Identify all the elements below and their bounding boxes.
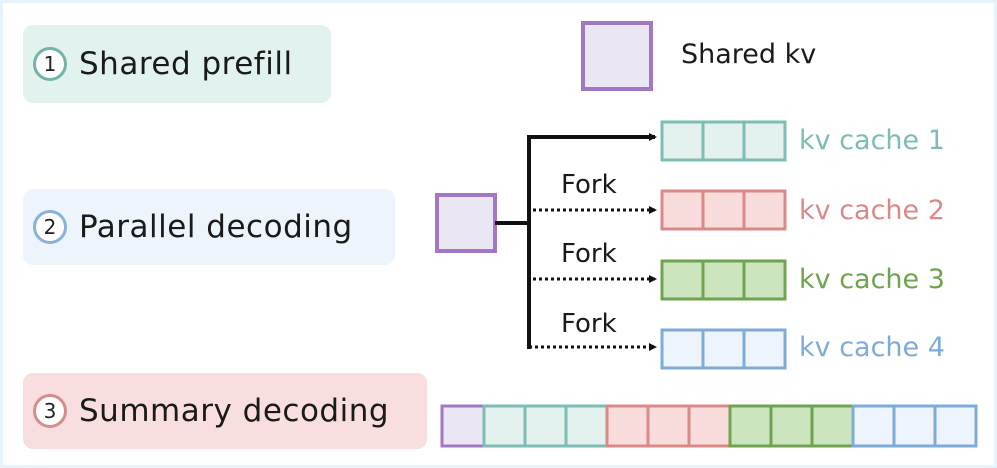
- summary-cache-4-cell: [851, 404, 896, 448]
- kv-cache-2-cell: [660, 189, 705, 231]
- stage-summary-decoding: 3 Summary decoding: [23, 373, 427, 449]
- stage-number-1: 1: [33, 47, 67, 81]
- stage-label-summary-decoding: Summary decoding: [79, 393, 390, 429]
- summary-cache-1-cell: [482, 404, 527, 448]
- summary-cache-4-cell: [933, 404, 978, 448]
- kv-cache-label-4: kv cache 4: [799, 332, 945, 363]
- kv-cache-2-cell: [701, 189, 746, 231]
- kv-cache-2-cell: [742, 189, 787, 231]
- stage-number-3: 3: [33, 394, 67, 428]
- summary-cache-2-cell: [687, 404, 732, 448]
- summary-cache-1-cell: [564, 404, 609, 448]
- summary-shared-cell: [440, 404, 486, 448]
- kv-cache-4-cell: [742, 328, 787, 370]
- kv-cache-rows: [660, 120, 787, 370]
- summary-cache-4-cell: [892, 404, 937, 448]
- kv-cache-3-cell: [742, 259, 787, 301]
- kv-cache-label-3: kv cache 3: [799, 264, 945, 295]
- kv-cache-diagram: Fork Fork Fork kv cache 1 kv cache 2 kv …: [435, 21, 978, 448]
- fork-label-2: Fork: [561, 239, 617, 269]
- legend-label-shared-kv: Shared kv: [681, 39, 817, 70]
- summary-cache-2-cell: [646, 404, 691, 448]
- stage-label-shared-prefill: Shared prefill: [79, 46, 293, 82]
- stage-shared-prefill: 1 Shared prefill: [23, 25, 331, 103]
- fork-label-3: Fork: [561, 309, 617, 339]
- shared-kv-block: [435, 193, 497, 253]
- summary-cache-2-cell: [605, 404, 650, 448]
- summary-kv-bar: [440, 404, 978, 448]
- kv-cache-1-cell: [660, 120, 705, 162]
- summary-cache-3-cell: [728, 404, 773, 448]
- kv-cache-1-cell: [742, 120, 787, 162]
- kv-cache-3-cell: [701, 259, 746, 301]
- summary-cache-3-cell: [769, 404, 814, 448]
- stage-label-parallel-decoding: Parallel decoding: [79, 209, 353, 245]
- summary-cache-1-cell: [523, 404, 568, 448]
- kv-cache-4-cell: [701, 328, 746, 370]
- kv-cache-3-cell: [660, 259, 705, 301]
- kv-cache-label-2: kv cache 2: [799, 195, 945, 226]
- stage-number-2: 2: [33, 210, 67, 244]
- kv-cache-1-cell: [701, 120, 746, 162]
- summary-cache-3-cell: [810, 404, 855, 448]
- stage-parallel-decoding: 2 Parallel decoding: [23, 189, 395, 265]
- legend-swatch-shared-kv: [581, 21, 653, 91]
- kv-cache-label-1: kv cache 1: [799, 125, 945, 156]
- kv-cache-4-cell: [660, 328, 705, 370]
- fork-label-1: Fork: [561, 170, 617, 200]
